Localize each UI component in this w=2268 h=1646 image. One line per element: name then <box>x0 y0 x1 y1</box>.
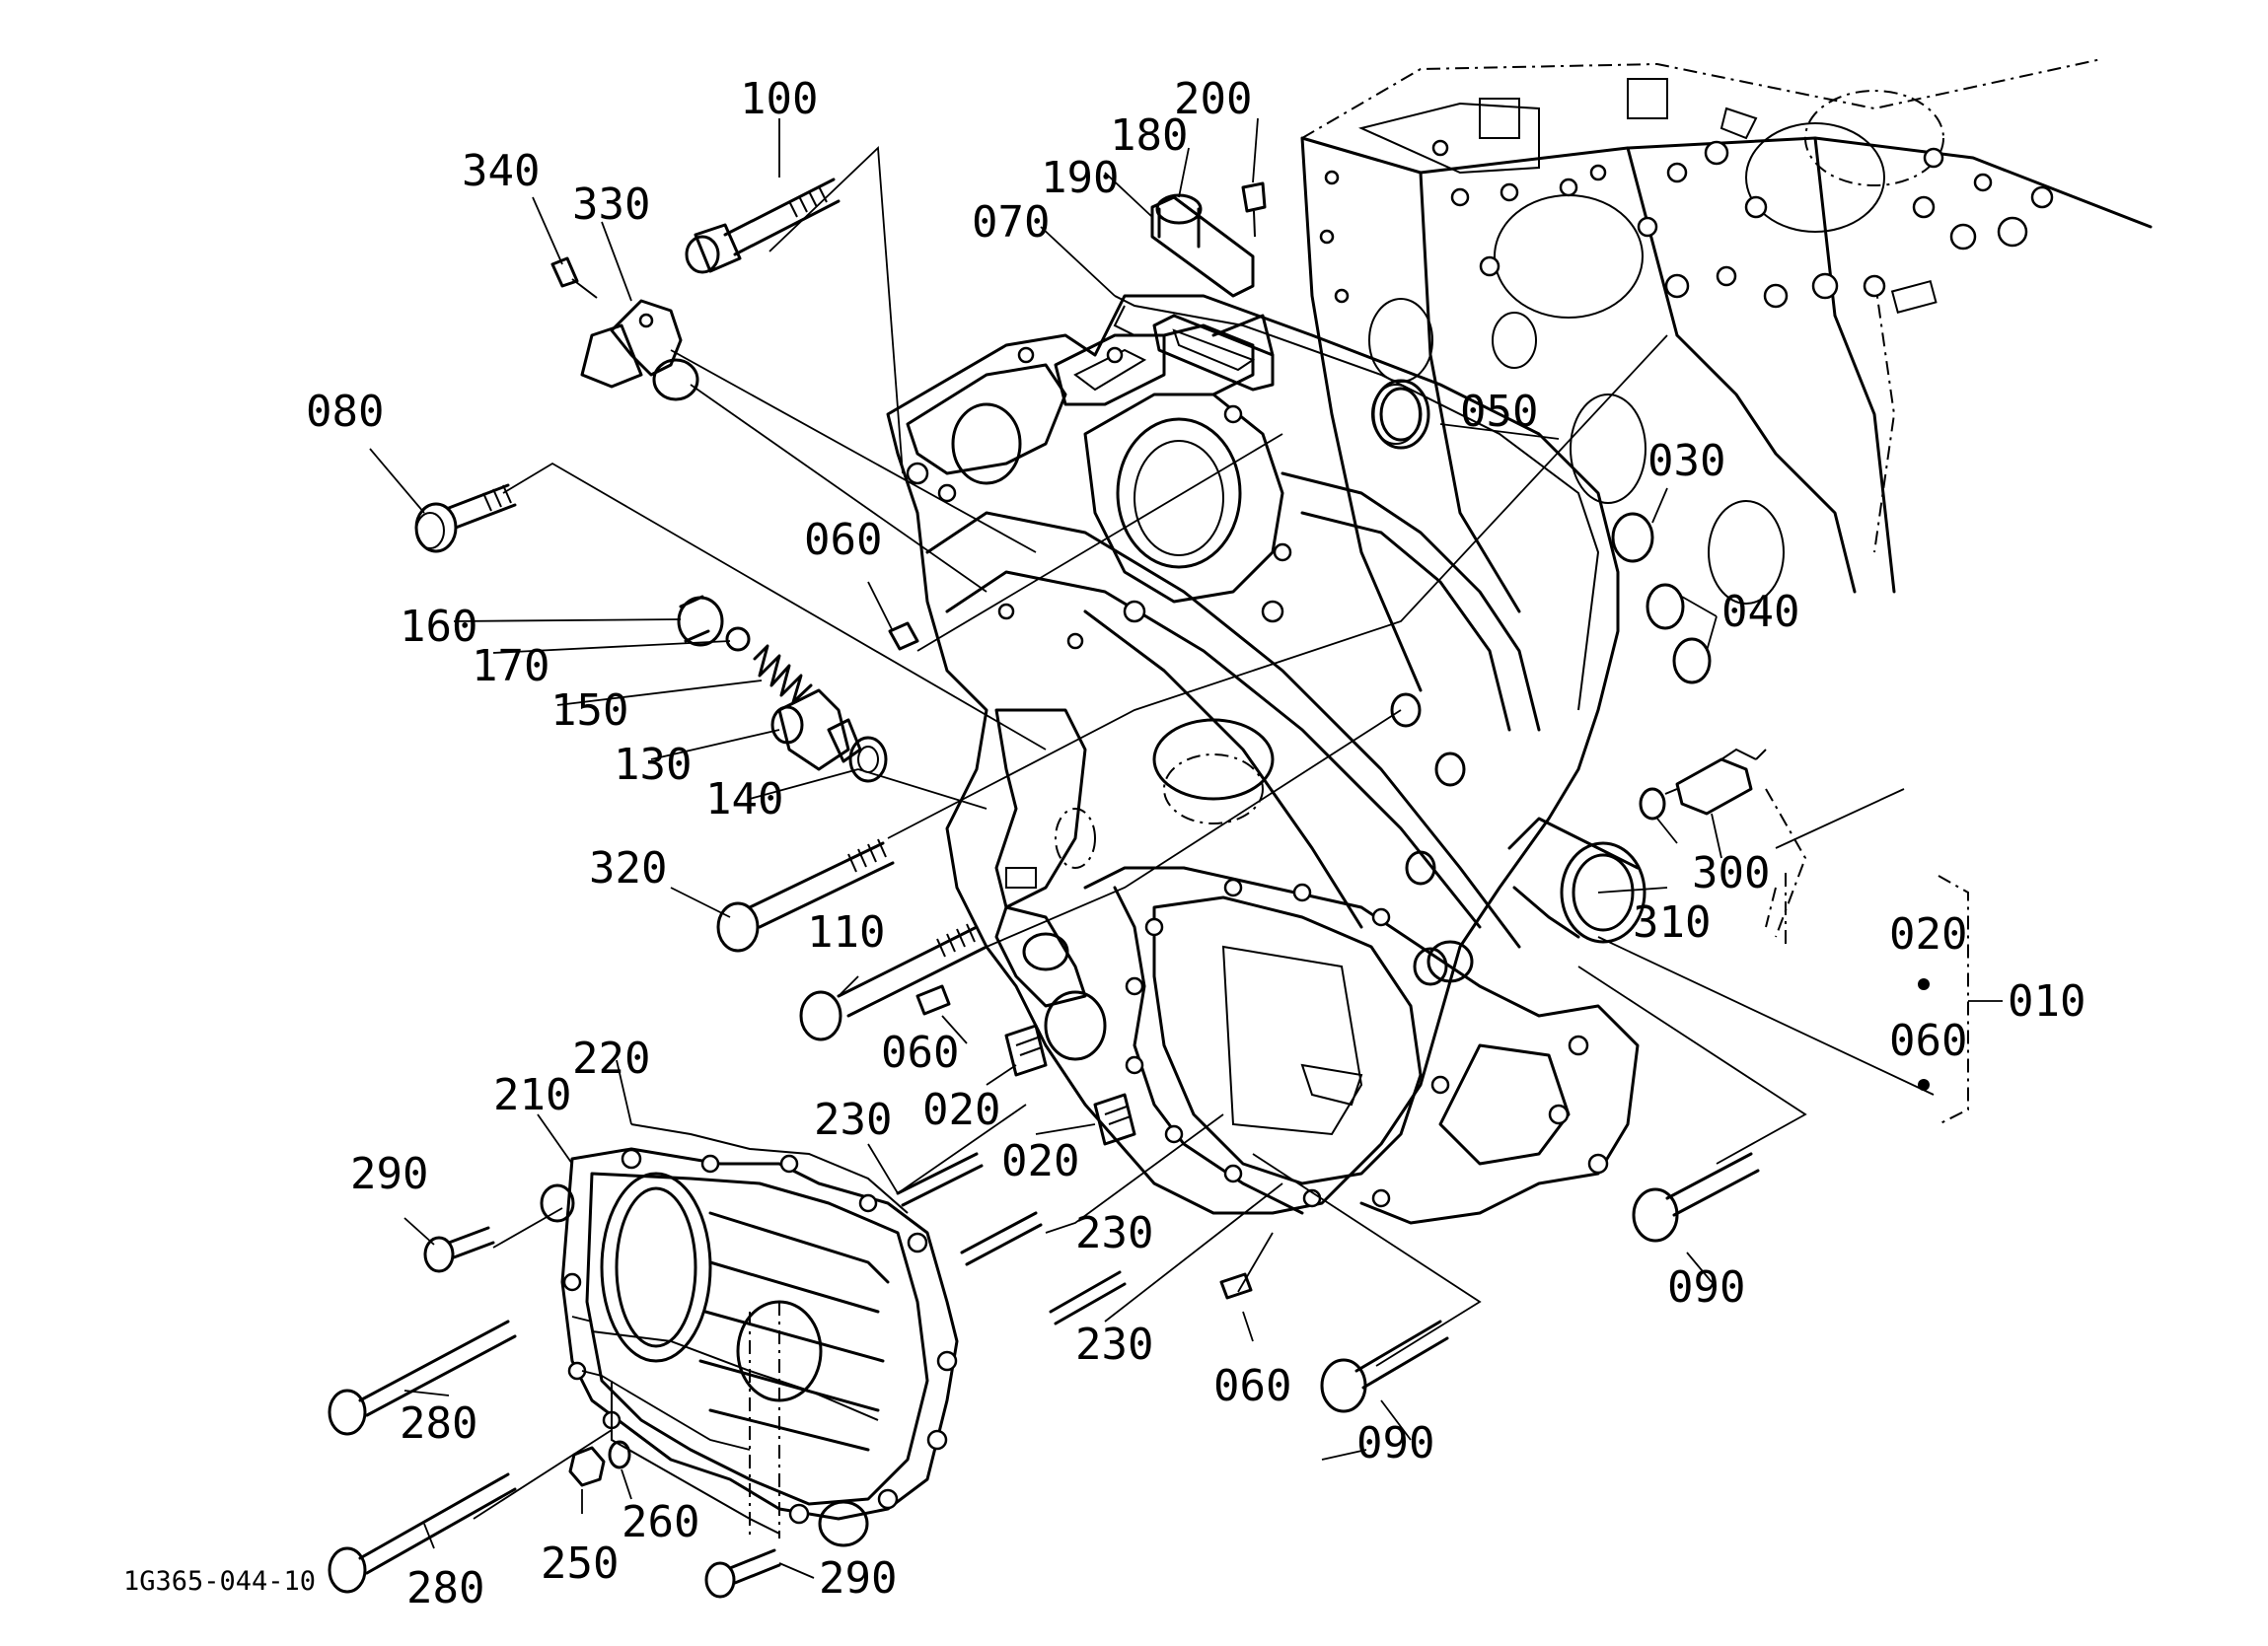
label-090-right: 090 <box>1667 1262 1745 1313</box>
cylinder-bore <box>1494 194 1644 319</box>
bolt-110 <box>799 923 988 1041</box>
label-300: 300 <box>1692 848 1770 898</box>
pin-060a <box>888 621 919 651</box>
label-290-upper: 290 <box>350 1149 428 1199</box>
stud-230c <box>1049 1270 1127 1325</box>
o-ring-040b <box>1672 637 1712 684</box>
label-290-lower: 290 <box>819 1553 897 1604</box>
stud-230a <box>896 1152 984 1207</box>
label-210: 210 <box>493 1070 571 1120</box>
label-220: 220 <box>572 1034 650 1084</box>
label-200: 200 <box>1174 74 1252 124</box>
label-230-middle: 230 <box>1075 1208 1153 1258</box>
label-070: 070 <box>972 197 1050 248</box>
label-020-center: 020 <box>1001 1136 1079 1186</box>
pin-060c <box>1219 1272 1253 1300</box>
label-150: 150 <box>550 685 628 736</box>
washer-140 <box>848 736 888 783</box>
label-100: 100 <box>740 74 818 124</box>
stud-230b <box>960 1211 1043 1266</box>
sensor-330 <box>550 256 699 401</box>
label-320: 320 <box>589 843 667 894</box>
dowel-020a <box>1004 1024 1048 1077</box>
label-280-upper: 280 <box>400 1398 477 1449</box>
label-140: 140 <box>705 774 783 824</box>
label-010: 010 <box>2008 976 2085 1027</box>
oil-seal-050 <box>1371 379 1430 450</box>
o-ring-030 <box>1611 512 1654 563</box>
label-060-lower: 060 <box>1213 1361 1291 1411</box>
label-060-bracket: 060 <box>1889 1016 1967 1066</box>
bolt-290b <box>704 1548 781 1599</box>
relief-valve-130 <box>770 688 862 771</box>
label-330: 330 <box>572 179 650 230</box>
label-020-left: 020 <box>922 1085 1000 1135</box>
assembly-bracket-010 <box>1918 875 2003 1125</box>
sensor-300 <box>1664 748 1767 816</box>
label-020-bracket: 020 <box>1889 909 1967 960</box>
gear-case-cover <box>540 1123 959 1547</box>
pin-060b <box>915 984 951 1016</box>
label-250: 250 <box>541 1539 619 1589</box>
label-180: 180 <box>1110 110 1188 161</box>
drawing-code: 1G365-044-10 <box>123 1566 316 1597</box>
label-040: 040 <box>1721 587 1799 637</box>
cylinder-bore <box>1745 122 1885 233</box>
label-190: 190 <box>1041 153 1119 203</box>
callout-labels: 100 340 330 200 180 190 070 080 050 030 … <box>123 74 2085 1613</box>
bolt-090a <box>1632 1152 1760 1243</box>
label-160: 160 <box>400 602 477 652</box>
label-080: 080 <box>306 387 384 437</box>
label-130: 130 <box>614 740 692 790</box>
label-030: 030 <box>1647 436 1725 486</box>
bolt-320 <box>716 838 895 953</box>
label-340: 340 <box>462 146 540 196</box>
label-280-lower: 280 <box>406 1563 484 1613</box>
nut-250 <box>568 1446 606 1487</box>
label-170: 170 <box>472 641 549 691</box>
label-260: 260 <box>622 1497 699 1547</box>
label-090-lower: 090 <box>1356 1418 1434 1468</box>
bolt-080 <box>414 483 517 553</box>
label-060-mid: 060 <box>881 1028 959 1078</box>
small-parts <box>328 178 1767 1599</box>
dowel-020b <box>1093 1093 1136 1146</box>
spring-150 <box>753 644 813 704</box>
label-110: 110 <box>807 907 885 958</box>
washer-310 <box>1639 787 1666 821</box>
bolt-280a <box>328 1320 517 1436</box>
washer-260 <box>608 1440 631 1469</box>
engine-block <box>1300 58 2153 938</box>
label-310: 310 <box>1633 897 1711 948</box>
bolt-100 <box>685 178 841 274</box>
label-060-upper: 060 <box>804 515 882 565</box>
o-ring-040a <box>1646 583 1685 630</box>
bolt-280b <box>328 1472 517 1594</box>
label-230-lower: 230 <box>1075 1320 1153 1370</box>
label-050: 050 <box>1460 387 1538 437</box>
gear-case <box>886 181 1646 1225</box>
bolt-290a <box>423 1226 495 1273</box>
label-230-upper: 230 <box>814 1095 892 1145</box>
leader-lines <box>369 117 1935 1579</box>
ball-170 <box>725 626 751 652</box>
bolt-090b <box>1320 1320 1449 1413</box>
